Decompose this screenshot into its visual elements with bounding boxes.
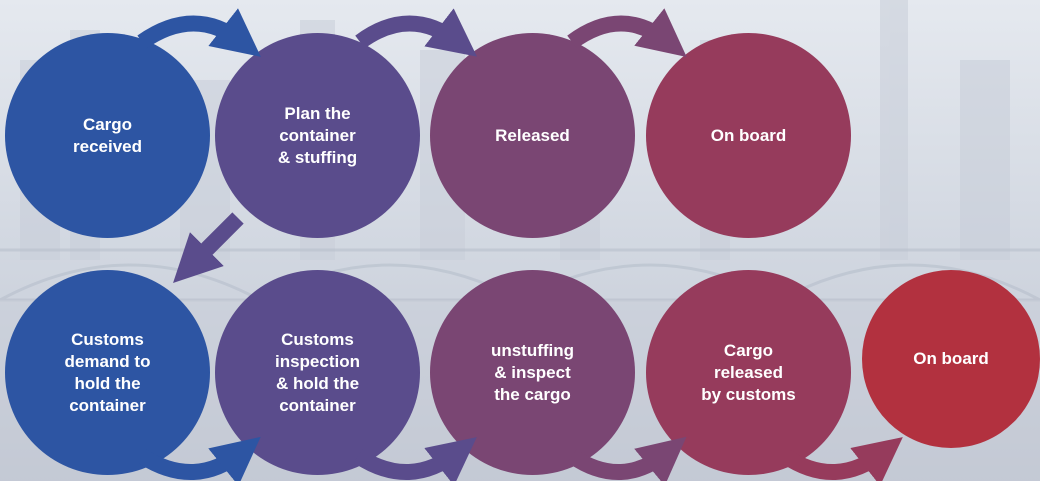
- step-unstuffing-inspect-cargo: unstuffing & inspect the cargo: [430, 270, 635, 475]
- step-customs-inspection-hold: Customs inspection & hold the container: [215, 270, 420, 475]
- step-plan-container-stuffing: Plan the container & stuffing: [215, 33, 420, 238]
- step-released: Released: [430, 33, 635, 238]
- step-on-board-bottom: On board: [862, 270, 1040, 448]
- step-on-board-top: On board: [646, 33, 851, 238]
- step-cargo-received: Cargo received: [5, 33, 210, 238]
- step-customs-demand-hold: Customs demand to hold the container: [5, 270, 210, 475]
- step-cargo-released-by-customs: Cargo released by customs: [646, 270, 851, 475]
